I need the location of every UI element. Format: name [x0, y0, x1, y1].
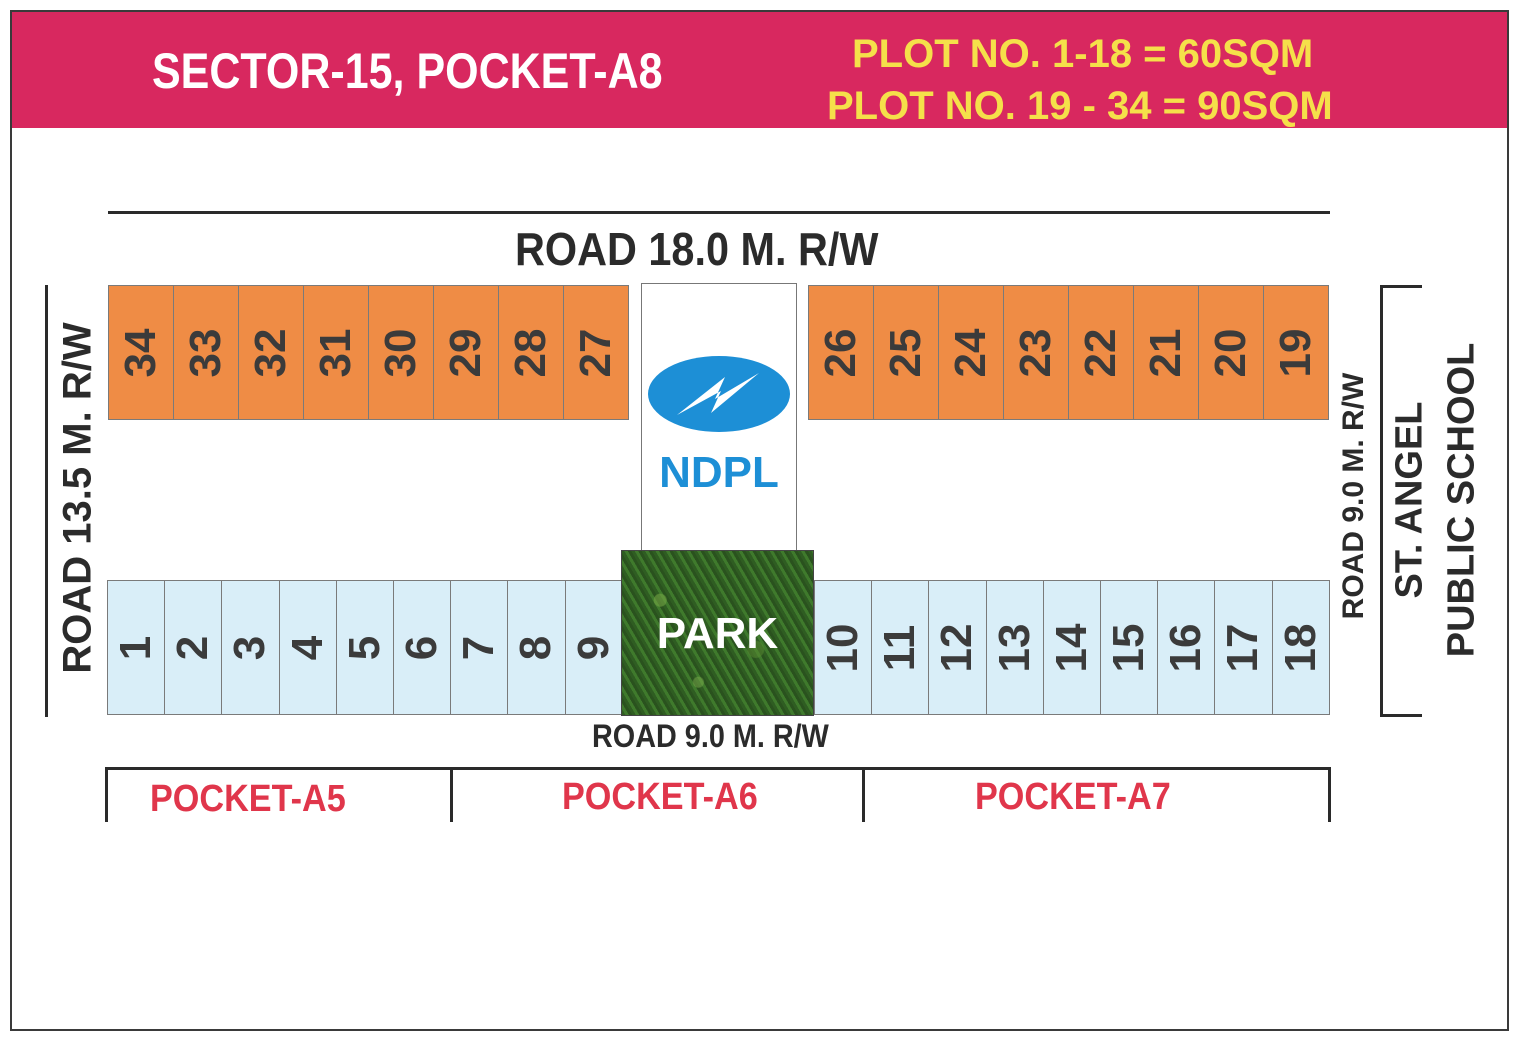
school-label-line-2: PUBLIC SCHOOL: [1440, 342, 1483, 658]
plot-number: 14: [1046, 623, 1096, 672]
plot-number: 7: [454, 635, 504, 660]
plot-number: 31: [311, 328, 360, 377]
right-road-label: ROAD 9.0 M. R/W: [1337, 372, 1370, 620]
plot-number: 6: [397, 635, 447, 660]
plot-number: 3: [225, 635, 275, 660]
pocket-a7-label: POCKET-A7: [975, 776, 1171, 818]
plot-21: 21: [1133, 285, 1199, 420]
plot-number: 8: [511, 635, 561, 660]
plot-26: 26: [808, 285, 874, 420]
plot-10: 10: [814, 580, 873, 715]
plot-5: 5: [335, 580, 394, 715]
plot-number: 29: [441, 328, 490, 377]
plot-number: 15: [1104, 623, 1154, 672]
plot-number: 27: [571, 328, 620, 377]
plot-34: 34: [108, 285, 174, 420]
plot-number: 17: [1218, 623, 1268, 672]
plot-2: 2: [164, 580, 223, 715]
plot-number: 10: [818, 623, 868, 672]
plot-number: 22: [1076, 328, 1125, 377]
plot-number: 5: [339, 635, 389, 660]
pocket-baseline: [105, 767, 1331, 770]
plot-22: 22: [1068, 285, 1134, 420]
plot-4: 4: [278, 580, 337, 715]
plot-number: 34: [116, 328, 165, 377]
plot-number: 25: [881, 328, 930, 377]
plot-number: 1: [111, 635, 161, 660]
plot-number: 16: [1161, 623, 1211, 672]
plot-25: 25: [873, 285, 939, 420]
plot-9: 9: [564, 580, 623, 715]
plot-29: 29: [433, 285, 499, 420]
plot-23: 23: [1003, 285, 1069, 420]
plot-number: 4: [282, 635, 332, 660]
plot-number: 18: [1275, 623, 1325, 672]
plot-number: 28: [506, 328, 555, 377]
left-road-line: [45, 285, 48, 717]
bottom-road-label: ROAD 9.0 M. R/W: [592, 718, 829, 754]
plot-number: 32: [246, 328, 295, 377]
plot-number: 26: [816, 328, 865, 377]
pocket-a5-label: POCKET-A5: [150, 778, 346, 820]
pocket-a6-label: POCKET-A6: [562, 776, 758, 818]
plot-1: 1: [107, 580, 166, 715]
map-title: SECTOR-15, POCKET-A8: [152, 43, 663, 99]
plot-8: 8: [507, 580, 566, 715]
plot-18: 18: [1271, 580, 1330, 715]
plot-24: 24: [938, 285, 1004, 420]
plot-19: 19: [1263, 285, 1329, 420]
plot-20: 20: [1198, 285, 1264, 420]
plot-32: 32: [238, 285, 304, 420]
plot-14: 14: [1042, 580, 1101, 715]
park-label: PARK: [656, 609, 779, 658]
school-bracket-bottom: [1380, 714, 1422, 717]
plot-number: 23: [1011, 328, 1060, 377]
plot-number: 2: [168, 635, 218, 660]
plot-13: 13: [985, 580, 1044, 715]
plot-number: 21: [1141, 328, 1190, 377]
plot-number: 19: [1271, 328, 1320, 377]
plot-number: 33: [181, 328, 230, 377]
plot-17: 17: [1214, 580, 1273, 715]
school-bracket-side: [1380, 285, 1383, 717]
plot-number: 24: [946, 328, 995, 377]
school-label-line-1: ST. ANGEL: [1388, 401, 1431, 599]
pocket-tick-4: [1328, 767, 1331, 822]
plot-size-line-1: PLOT NO. 1-18 = 60SQM: [852, 32, 1314, 76]
plot-31: 31: [303, 285, 369, 420]
plot-6: 6: [393, 580, 452, 715]
plot-7: 7: [450, 580, 509, 715]
plot-size-line-2: PLOT NO. 19 - 34 = 90SQM: [827, 84, 1333, 128]
plot-number: 30: [376, 328, 425, 377]
header-banner: SECTOR-15, POCKET-A8 PLOT NO. 1-18 = 60S…: [12, 12, 1507, 128]
top-road-line: [108, 211, 1330, 214]
ndpl-logo-icon: [648, 356, 790, 432]
plot-3: 3: [221, 580, 280, 715]
plot-28: 28: [498, 285, 564, 420]
plot-number: 13: [989, 623, 1039, 672]
school-bracket-top: [1380, 285, 1422, 288]
plot-number: 9: [568, 635, 618, 660]
pocket-tick-1: [105, 767, 108, 822]
left-road-label: ROAD 13.5 M. R/W: [55, 322, 100, 674]
pocket-tick-2: [450, 767, 453, 822]
plot-number: 12: [932, 623, 982, 672]
plot-33: 33: [173, 285, 239, 420]
plot-16: 16: [1157, 580, 1216, 715]
ndpl-label: NDPL: [659, 448, 779, 497]
plot-27: 27: [563, 285, 629, 420]
park-area: PARK: [621, 550, 814, 716]
plot-number: 20: [1206, 328, 1255, 377]
pocket-tick-3: [862, 767, 865, 822]
plot-11: 11: [871, 580, 930, 715]
plot-12: 12: [928, 580, 987, 715]
plot-number: 11: [875, 624, 925, 671]
plot-30: 30: [368, 285, 434, 420]
plot-15: 15: [1100, 580, 1159, 715]
top-road-label: ROAD 18.0 M. R/W: [515, 223, 879, 275]
